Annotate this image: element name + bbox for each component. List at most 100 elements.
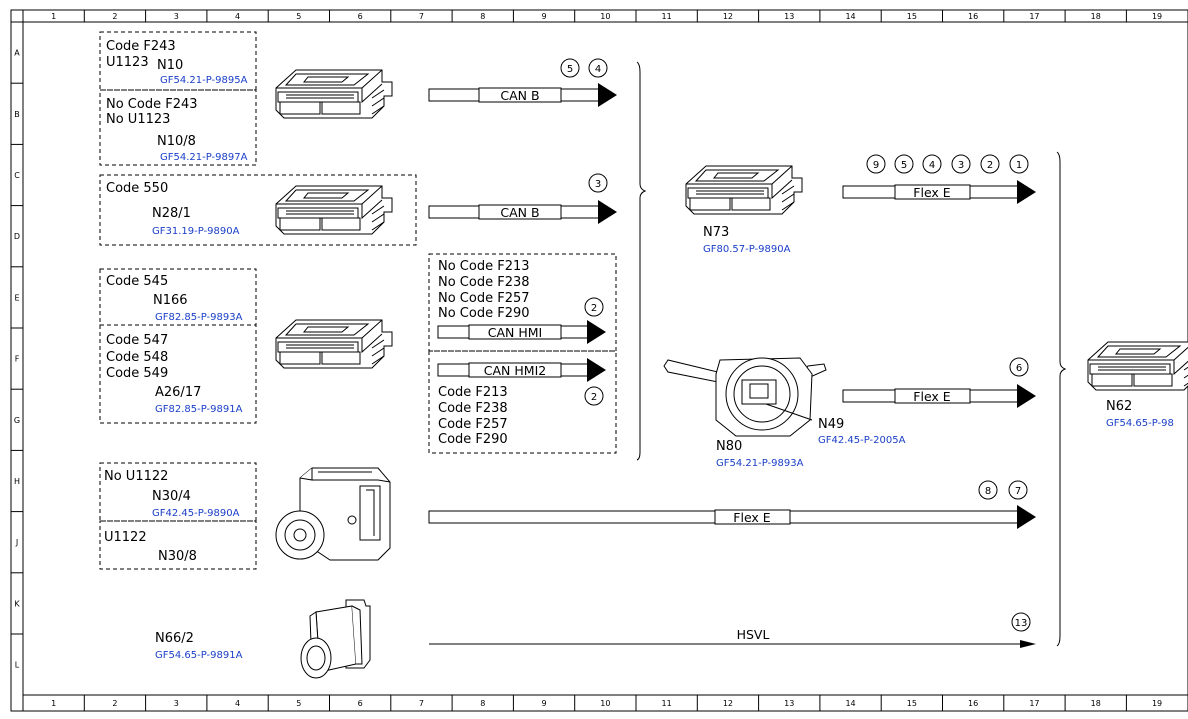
label-code-f290: Code F290 <box>438 432 508 447</box>
svg-text:2: 2 <box>591 392 597 403</box>
grid-column-label: 6 <box>358 699 363 708</box>
grid-row-label: H <box>14 477 20 486</box>
grid-column-label: 2 <box>112 12 117 21</box>
svg-text:2: 2 <box>987 160 993 171</box>
bus-label-hsvl: HSVL <box>737 627 770 642</box>
bus-label-can-b-1: CAN B <box>500 88 539 103</box>
ref-n66-2[interactable]: GF54.65-P-9891A <box>155 650 243 661</box>
grid-column-label: 8 <box>480 12 485 21</box>
label-n28-1: N28/1 <box>152 206 191 221</box>
label-code-f213: Code F213 <box>438 385 508 400</box>
label-code-f238: Code F238 <box>438 401 508 416</box>
svg-text:3: 3 <box>958 160 964 171</box>
ref-n10[interactable]: GF54.21-P-9895A <box>160 75 248 86</box>
label-code-550: Code 550 <box>106 181 168 196</box>
grid-column-label: 1 <box>51 12 56 21</box>
grid-column-label: 11 <box>662 699 672 708</box>
grid-column-label: 5 <box>296 12 301 21</box>
bus-flex-e-1: Flex E <box>842 180 1036 204</box>
group-box-n10-8 <box>99 89 257 166</box>
circle-marker: 2 <box>584 297 604 317</box>
svg-text:5: 5 <box>901 160 907 171</box>
circle-marker: 5 <box>560 58 580 78</box>
grid-row-label: K <box>14 599 20 608</box>
label-n10: N10 <box>157 58 183 73</box>
ecu-icon-n73 <box>685 165 803 215</box>
grid-column-label: 9 <box>542 12 547 21</box>
grid-column-label: 13 <box>784 699 794 708</box>
circle-marker: 2 <box>980 154 1000 174</box>
label-n30-4: N30/4 <box>152 489 191 504</box>
svg-text:4: 4 <box>929 160 935 171</box>
group-box-can-hmi2 <box>428 350 617 454</box>
ref-a26-17[interactable]: GF82.85-P-9891A <box>155 404 243 415</box>
group-box-a26-17 <box>99 324 257 424</box>
grid-column-label: 2 <box>112 699 117 708</box>
label-n66-2: N66/2 <box>155 631 194 646</box>
grid-row-label: A <box>14 49 20 58</box>
label-n49: N49 <box>818 417 844 432</box>
ref-n10-8[interactable]: GF54.21-P-9897A <box>160 152 248 163</box>
grid-column-label: 5 <box>296 699 301 708</box>
grid-column-label: 14 <box>845 12 855 21</box>
label-no-code-f238: No Code F238 <box>438 275 530 290</box>
ref-n49[interactable]: GF42.45-P-2005A <box>818 435 906 446</box>
circle-marker: 5 <box>894 154 914 174</box>
grid-row-label: L <box>15 661 20 670</box>
grid-row-label: C <box>14 171 20 180</box>
circle-marker: 7 <box>1008 480 1028 500</box>
group-box-n30-4 <box>99 462 257 522</box>
svg-text:8: 8 <box>985 486 991 497</box>
circle-marker: 4 <box>922 154 942 174</box>
grid-column-label: 16 <box>968 699 978 708</box>
bus-label-can-hmi2: CAN HMI2 <box>484 363 546 378</box>
grid-column-label: 3 <box>174 699 179 708</box>
grid-column-label: 8 <box>480 699 485 708</box>
label-no-code-f213: No Code F213 <box>438 259 530 274</box>
label-code-f257: Code F257 <box>438 417 508 432</box>
circle-marker: 13 <box>1011 612 1031 632</box>
label-n30-8: N30/8 <box>158 549 197 564</box>
circle-marker: 8 <box>978 480 998 500</box>
svg-text:7: 7 <box>1015 486 1021 497</box>
rear-camera-icon <box>300 599 371 679</box>
sheet-frame <box>10 9 1188 712</box>
ref-n30-4[interactable]: GF42.45-P-9890A <box>152 508 240 519</box>
ref-n166[interactable]: GF82.85-P-9893A <box>155 312 243 323</box>
label-n10-8: N10/8 <box>157 134 196 149</box>
grid-column-label: 3 <box>174 12 179 21</box>
label-code-548: Code 548 <box>106 350 168 365</box>
ref-n62[interactable]: GF54.65-P-98 <box>1106 418 1174 429</box>
svg-text:9: 9 <box>873 160 879 171</box>
brace-left <box>636 61 647 461</box>
svg-text:5: 5 <box>567 64 573 75</box>
ecu-icon-n166 <box>275 319 393 369</box>
label-n73: N73 <box>703 225 729 240</box>
ecu-icon-n62 <box>1087 341 1188 391</box>
label-no-code-f290: No Code F290 <box>438 306 530 321</box>
grid-column-label: 9 <box>542 699 547 708</box>
grid-column-label: 16 <box>968 12 978 21</box>
label-code-547: Code 547 <box>106 333 168 348</box>
ref-n80[interactable]: GF54.21-P-9893A <box>716 458 804 469</box>
ref-n28-1[interactable]: GF31.19-P-9890A <box>152 226 240 237</box>
ecu-icon-n28-1 <box>275 185 393 235</box>
bus-can-b-1: CAN B <box>428 83 617 107</box>
svg-text:4: 4 <box>595 64 601 75</box>
grid-column-label: 12 <box>723 12 733 21</box>
bus-label-can-hmi: CAN HMI <box>488 325 542 340</box>
bus-label-flex-e-3: Flex E <box>733 510 771 525</box>
grid-column-label: 11 <box>662 12 672 21</box>
label-no-u1123: No U1123 <box>106 112 170 127</box>
bus-can-b-2: CAN B <box>428 200 617 224</box>
group-box-n28-1 <box>99 174 417 246</box>
drawing-area <box>22 21 1188 696</box>
ref-n73[interactable]: GF80.57-P-9890A <box>703 244 791 255</box>
grid-row-label: F <box>15 355 20 364</box>
label-n62: N62 <box>1106 399 1132 414</box>
circle-marker: 6 <box>1009 357 1029 377</box>
grid-column-label: 10 <box>600 699 610 708</box>
column-ruler: 1122334455667788991010111112121313141415… <box>22 10 1162 711</box>
